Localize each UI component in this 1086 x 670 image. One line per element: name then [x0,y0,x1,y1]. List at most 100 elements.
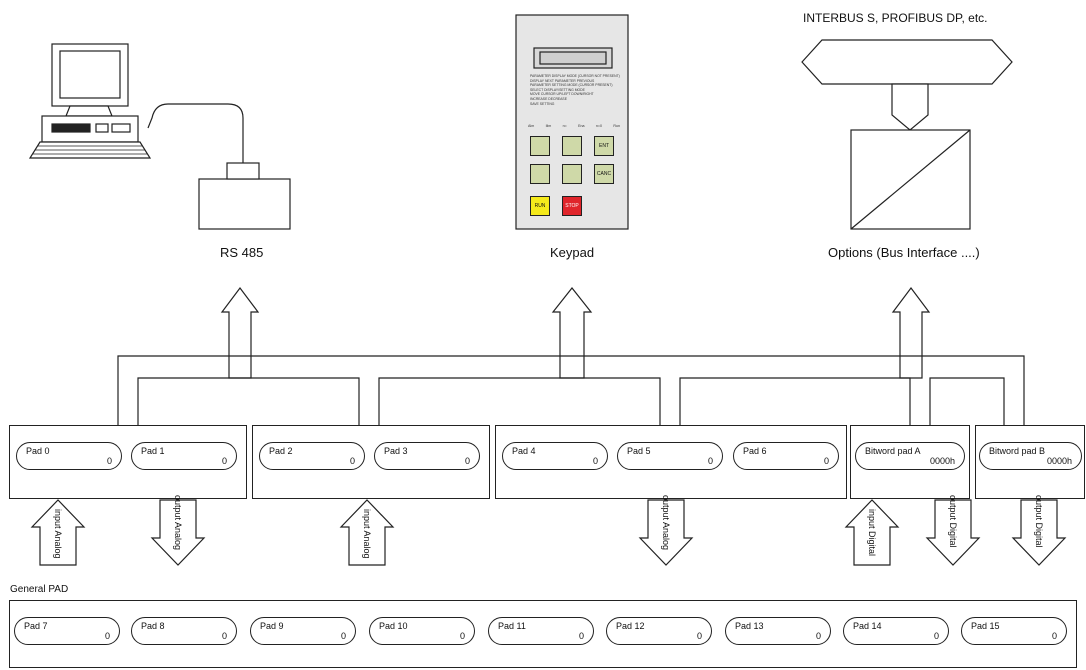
io-arrow-3-label: output Analog [661,495,671,551]
bitword-pad-b[interactable]: Bitword pad B 0000h [979,442,1082,470]
pad-11[interactable]: Pad 11 0 [488,617,594,645]
keypad-line3: PREVIOUS [576,78,595,83]
io-arrow-6-label: output Digital [1034,495,1044,548]
pad-name: Pad 12 [616,621,645,631]
rs485-bus-arrow [220,287,260,379]
keypad-text-block: PARAMETER DISPLAY MODE (CURSOR NOT PRESE… [530,74,622,106]
pad-value: 0 [459,631,465,641]
options-bus-arrow [891,287,931,379]
keypad-line8: INCREASE [530,96,548,101]
key-up[interactable] [530,136,550,156]
pad-name: Pad 7 [24,621,48,631]
key-enter-label: ENT [599,143,609,149]
keypad-line2: DISPLAY NEXT PARAMETER [530,78,576,83]
keypad-leds: Alm Ilim n= Ena n=0 Run [528,124,620,128]
pad-name: Pad 8 [141,621,165,631]
pad-14[interactable]: Pad 14 0 [843,617,949,645]
pad-name: Pad 2 [269,446,293,456]
io-arrow-0-label: input Analog [53,509,63,559]
pad-name: Pad 14 [853,621,882,631]
general-pad-label: General PAD [10,584,69,595]
pad-value: 0 [106,456,112,466]
io-arrow-5-label: output Digital [948,495,958,548]
pad-name: Pad 13 [735,621,764,631]
rs485-label: RS 485 [220,245,264,260]
pad-name: Pad 10 [379,621,408,631]
io-arrow-4 [844,499,900,566]
pad-value: 0 [815,631,821,641]
keypad-bus-arrow [551,287,593,379]
pad-10[interactable]: Pad 10 0 [369,617,475,645]
keypad-line1: PARAMETER DISPLAY MODE (CURSOR NOT PRESE… [530,74,620,78]
keypad-line5: SELECT DISPLAY/SETTING MODE [530,87,585,92]
keypad-line6: MOVE CURSOR UP/LEFT [530,92,571,97]
fieldbus-label: INTERBUS S, PROFIBUS DP, etc. [803,11,988,25]
pad-name: Pad 4 [512,446,536,456]
rs485-connector [198,178,291,230]
key-cancel[interactable]: CANC [594,164,614,184]
bitword-pad-a[interactable]: Bitword pad A 0000h [855,442,965,470]
key-run-label: RUN [534,203,546,209]
keypad-line4: PARAMETER SETTING MODE (CURSOR PRESENT) [530,83,613,88]
pad-name: Pad 1 [141,446,165,456]
pad-value: 0 [696,631,702,641]
pad-15[interactable]: Pad 15 0 [961,617,1067,645]
fieldbus-stem [891,83,929,131]
pad-1[interactable]: Pad 1 0 [131,442,237,470]
pad-name: Pad 3 [384,446,408,456]
pad-value: 0 [1051,631,1057,641]
keypad-label: Keypad [550,245,595,260]
main-bus-inner [137,377,1005,425]
led-label: Ilim [545,124,552,128]
pad-name: Pad 15 [971,621,1000,631]
fieldbus-arrow [801,39,1013,85]
keypad-line10: SAVE SETTING [530,101,555,106]
pad-5[interactable]: Pad 5 0 [617,442,723,470]
pad-value: 0 [221,456,227,466]
pad-0[interactable]: Pad 0 0 [16,442,122,470]
keypad-line9: DECREASE [548,96,567,101]
pad-value: 0 [707,456,713,466]
pad-name: Pad 5 [627,446,651,456]
key-enter[interactable]: ENT [594,136,614,156]
pad-name: Pad 11 [498,621,526,631]
key-stop[interactable]: STOP [562,196,582,216]
keypad-line7: DOWN/RIGHT [571,92,594,97]
pad-7[interactable]: Pad 7 0 [14,617,120,645]
options-label: Options (Bus Interface ....) [828,245,980,260]
pad-12[interactable]: Pad 12 0 [606,617,712,645]
io-arrow-2-label: input Analog [362,509,372,559]
led-label: Run [613,124,620,128]
pad-name: Pad 9 [260,621,284,631]
pad-value: 0 [340,631,346,641]
key-run[interactable]: RUN [530,196,550,216]
pad-3[interactable]: Pad 3 0 [374,442,480,470]
led-label: Alm [528,124,535,128]
io-arrow-4-label: input Digital [867,509,877,557]
pad-8[interactable]: Pad 8 0 [131,617,237,645]
pad-2[interactable]: Pad 2 0 [259,442,365,470]
pad-value: 0000h [929,456,955,466]
io-arrow-1-label: output Analog [173,495,183,551]
io-arrow-1 [150,499,206,566]
key-stop-label: STOP [565,203,579,209]
pad-13[interactable]: Pad 13 0 [725,617,831,645]
pad-name: Bitword pad A [865,446,921,456]
pad-value: 0 [823,456,829,466]
led-label: n=0 [595,124,602,128]
pad-6[interactable]: Pad 6 0 [733,442,839,470]
pad-value: 0 [592,456,598,466]
pad-9[interactable]: Pad 9 0 [250,617,356,645]
key-left[interactable] [530,164,550,184]
key-right[interactable] [562,164,582,184]
pad-value: 0 [349,456,355,466]
pad-name: Bitword pad B [989,446,1046,456]
io-arrow-5 [925,499,981,566]
pad-4[interactable]: Pad 4 0 [502,442,608,470]
io-arrow-2 [339,499,395,566]
io-arrow-3 [638,499,694,566]
key-down[interactable] [562,136,582,156]
io-arrow-6 [1011,499,1067,566]
io-arrow-0 [30,499,86,566]
